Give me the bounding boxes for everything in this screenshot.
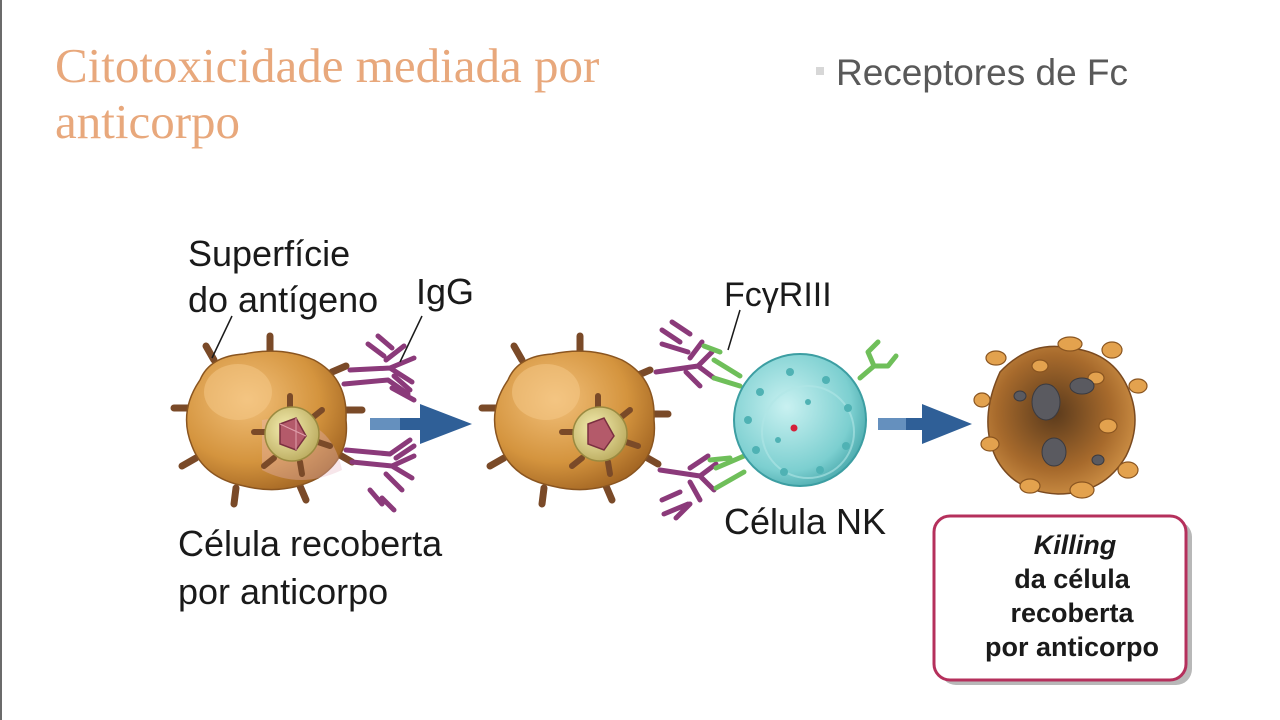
arrow-1 bbox=[370, 404, 472, 444]
cell-1-nucleus bbox=[251, 393, 333, 477]
igg-antibody-1 bbox=[341, 333, 417, 403]
cell-2-nucleus bbox=[559, 393, 641, 477]
label-celula-line2: por anticorpo bbox=[178, 571, 388, 612]
arrow-2 bbox=[878, 404, 972, 444]
nk-cell bbox=[733, 339, 899, 487]
bullet-square-icon bbox=[816, 67, 824, 76]
slide-title: Citotoxicidade mediada por anticorpo bbox=[55, 38, 599, 150]
label-igg: IgG bbox=[416, 271, 474, 312]
slide-left-border bbox=[0, 0, 2, 720]
label-celula-line1: Célula recoberta bbox=[178, 523, 443, 564]
label-nk: Célula NK bbox=[724, 501, 886, 542]
igg-antibody-2 bbox=[343, 437, 417, 513]
target-cell-1 bbox=[170, 332, 366, 508]
bullet-item: Receptores de Fc bbox=[816, 52, 1128, 94]
fcgriii-receptor-bottom bbox=[707, 453, 747, 491]
igg-bridge-bottom bbox=[657, 453, 719, 521]
label-fcgriii: FcγRIII bbox=[724, 276, 832, 314]
box-line4: por anticorpo bbox=[985, 632, 1159, 662]
target-cell-2 bbox=[478, 332, 672, 508]
slide-title-line1: Citotoxicidade mediada por bbox=[55, 38, 600, 93]
fcgriii-receptor-top bbox=[701, 343, 743, 389]
slide-title-line2: anticorpo bbox=[55, 94, 241, 149]
igg-bridge-top bbox=[653, 319, 717, 389]
label-superficie-line1: Superfície bbox=[188, 233, 350, 274]
label-superficie-line2: do antígeno bbox=[188, 279, 378, 320]
box-line1: Killing bbox=[1034, 530, 1117, 560]
nk-free-receptor bbox=[857, 339, 899, 381]
bullet-text: Receptores de Fc bbox=[836, 52, 1129, 93]
box-line3: recoberta bbox=[1010, 598, 1134, 628]
box-line2: da célula bbox=[1014, 564, 1131, 594]
killing-box: Killing da célula recoberta por anticorp… bbox=[932, 514, 1192, 685]
killed-cell bbox=[973, 336, 1148, 499]
leader-lines bbox=[211, 309, 741, 363]
